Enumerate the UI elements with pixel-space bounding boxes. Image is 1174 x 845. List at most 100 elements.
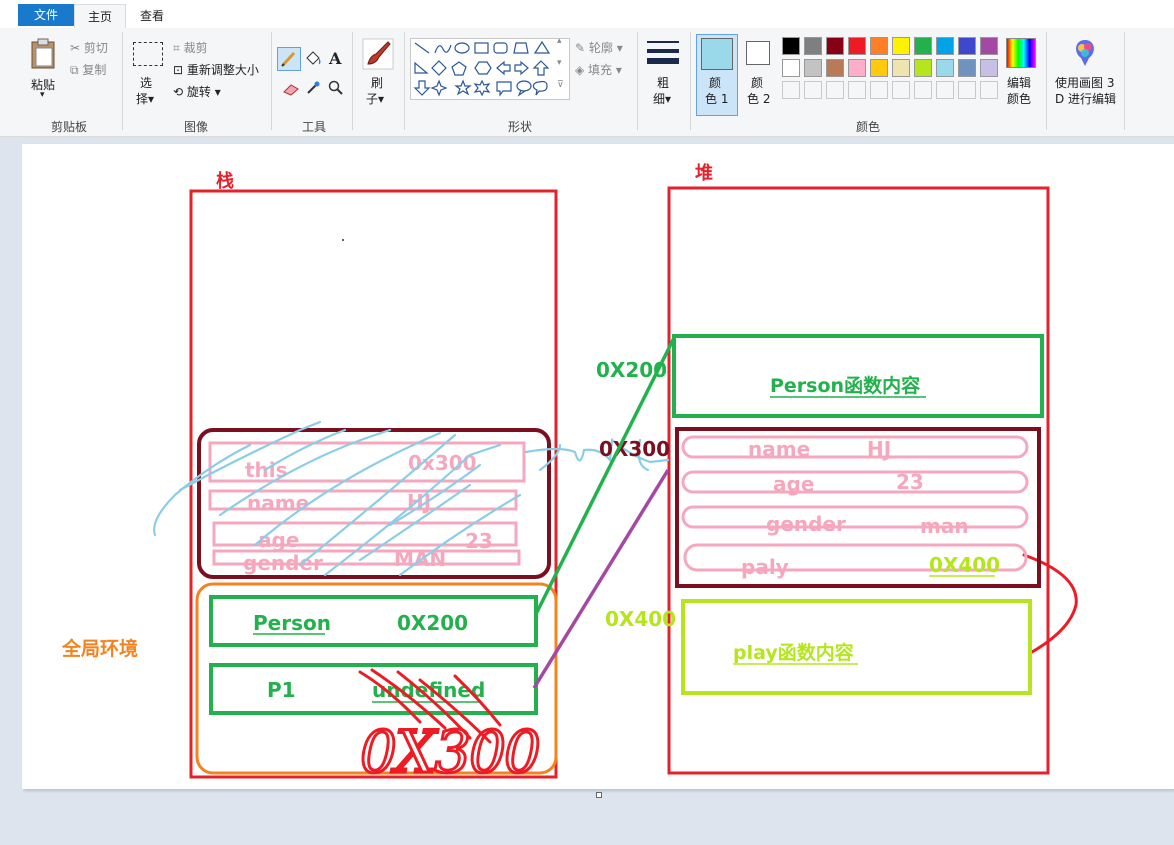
brushes-button[interactable]: 刷: [371, 76, 384, 90]
color-swatch[interactable]: [782, 81, 800, 99]
edit-colors-button[interactable]: 编辑: [1007, 76, 1032, 90]
group-separator: [352, 32, 353, 130]
drawing-layer: 栈 堆 this 0x300 name HJ age 23 gender MAN: [61, 162, 1078, 788]
line-size-icon[interactable]: [646, 38, 680, 68]
stack-row-key: gender: [243, 551, 323, 575]
fill-label: 填充: [588, 63, 613, 77]
ribbon-tab-bar: 文件 主页 查看: [0, 0, 1174, 30]
color-swatch[interactable]: [870, 81, 888, 99]
color-swatch[interactable]: [782, 37, 800, 55]
brush-icon[interactable]: [362, 38, 394, 70]
eraser-icon[interactable]: [282, 82, 300, 96]
color2-swatch[interactable]: [746, 41, 770, 65]
cut-button[interactable]: ✂ 剪切: [70, 41, 108, 55]
color-swatch[interactable]: [892, 37, 910, 55]
rotate-label: 旋转: [186, 85, 211, 99]
color-swatch[interactable]: [892, 59, 910, 77]
color1-swatch[interactable]: [701, 38, 733, 70]
size-button-line2[interactable]: 细▾: [653, 92, 672, 106]
shapes-scroll-up-icon[interactable]: ▴: [557, 36, 562, 46]
magnifier-icon[interactable]: [328, 80, 344, 96]
global-row-p1-box: [209, 663, 538, 715]
tab-view[interactable]: 查看: [139, 9, 164, 23]
stack-row-box: [208, 489, 518, 511]
select-button[interactable]: 选: [140, 76, 153, 90]
color-swatch[interactable]: [848, 81, 866, 99]
color-swatch[interactable]: [870, 59, 888, 77]
color-swatch[interactable]: [848, 59, 866, 77]
pencil-tool-selected[interactable]: [277, 47, 301, 71]
stray-dot: [342, 239, 344, 241]
ribbon: 粘贴 ▾ ✂ 剪切 ⧉ 复制 剪贴板 选 择▾ ⌗ 裁剪 ⊡ 重新调整大小 ⟲ …: [0, 28, 1174, 137]
color-swatch[interactable]: [936, 81, 954, 99]
color-swatch[interactable]: [980, 59, 998, 77]
color-swatch[interactable]: [958, 37, 976, 55]
heap-row-key: age: [773, 472, 814, 496]
size-button[interactable]: 粗: [657, 76, 670, 90]
color-swatch[interactable]: [870, 37, 888, 55]
paste-button[interactable]: 粘贴: [31, 78, 56, 92]
handwritten-address: 0X300: [360, 718, 540, 786]
stack-row-box: [212, 549, 521, 566]
color-swatch[interactable]: [914, 81, 932, 99]
color-swatch[interactable]: [958, 59, 976, 77]
heap-row-val: man: [920, 514, 969, 538]
brushes-button-line2[interactable]: 子▾: [366, 92, 385, 106]
heap-person-fn-label: Person函数内容: [770, 374, 920, 397]
shapes-expand-icon[interactable]: ⊽: [557, 80, 564, 90]
color-picker-icon[interactable]: [305, 80, 321, 96]
copy-button[interactable]: ⧉ 复制: [70, 63, 107, 77]
edit-colors-icon[interactable]: [1006, 38, 1036, 68]
color-swatch[interactable]: [936, 37, 954, 55]
paint3d-button-line2[interactable]: D 进行编辑: [1055, 92, 1117, 106]
color-swatch[interactable]: [826, 81, 844, 99]
tab-home[interactable]: 主页: [74, 4, 126, 30]
paint3d-icon[interactable]: [1071, 38, 1099, 68]
color-swatch[interactable]: [826, 59, 844, 77]
outline-button[interactable]: ✎ 轮廓 ▾: [575, 41, 623, 55]
heap-object-rows: name HJ age 23 gender man paly 0X400: [681, 435, 1029, 579]
color1-label-line2: 色 1: [705, 92, 729, 106]
heap-row-key: paly: [741, 555, 789, 579]
color-swatch[interactable]: [782, 59, 800, 77]
color-swatch[interactable]: [826, 37, 844, 55]
shapes-gallery[interactable]: [410, 38, 570, 100]
text-tool-icon[interactable]: A: [329, 49, 342, 68]
color-swatch[interactable]: [980, 81, 998, 99]
rotate-button[interactable]: ⟲ 旋转 ▾: [173, 85, 221, 99]
stack-row-val: 0x300: [408, 451, 477, 475]
color-swatch[interactable]: [804, 81, 822, 99]
fill-bucket-icon[interactable]: [304, 49, 322, 67]
outline-label: 轮廓: [588, 41, 613, 55]
color-swatch[interactable]: [804, 37, 822, 55]
select-button-line2[interactable]: 择▾: [136, 92, 155, 106]
canvas-area: 栈 堆 this 0x300 name HJ age 23 gender MAN: [0, 137, 1174, 845]
stack-row-box: [208, 441, 526, 483]
heap-play-fn-box: [681, 599, 1032, 695]
color-swatch[interactable]: [914, 59, 932, 77]
group-label-clipboard: 剪贴板: [50, 120, 87, 134]
select-icon[interactable]: [133, 42, 163, 66]
resize-button[interactable]: ⊡ 重新调整大小: [173, 63, 259, 77]
color-swatch[interactable]: [958, 81, 976, 99]
crop-button[interactable]: ⌗ 裁剪: [173, 41, 208, 55]
color-swatch[interactable]: [914, 37, 932, 55]
color-swatch[interactable]: [936, 59, 954, 77]
color-swatch[interactable]: [804, 59, 822, 77]
fill-button[interactable]: ◈ 填充 ▾: [575, 63, 622, 77]
color-swatch[interactable]: [980, 37, 998, 55]
paste-dropdown-arrow-icon[interactable]: ▾: [40, 90, 45, 100]
paint3d-button[interactable]: 使用画图 3: [1055, 76, 1115, 90]
color1-label: 颜: [709, 76, 722, 90]
paste-icon[interactable]: [30, 38, 58, 70]
edit-colors-button-line2[interactable]: 颜色: [1007, 92, 1032, 106]
drawing-canvas[interactable]: 栈 堆 this 0x300 name HJ age 23 gender MAN: [22, 144, 1174, 789]
shapes-scroll-down-icon[interactable]: ▾: [557, 58, 562, 68]
color-swatch[interactable]: [848, 37, 866, 55]
tab-file[interactable]: 文件: [18, 4, 74, 26]
arrow-person-to-heap: [534, 337, 676, 615]
heap-object-box: [675, 427, 1041, 588]
color2-label-line2: 色 2: [747, 92, 771, 106]
canvas-resize-handle[interactable]: [596, 792, 602, 798]
color-swatch[interactable]: [892, 81, 910, 99]
